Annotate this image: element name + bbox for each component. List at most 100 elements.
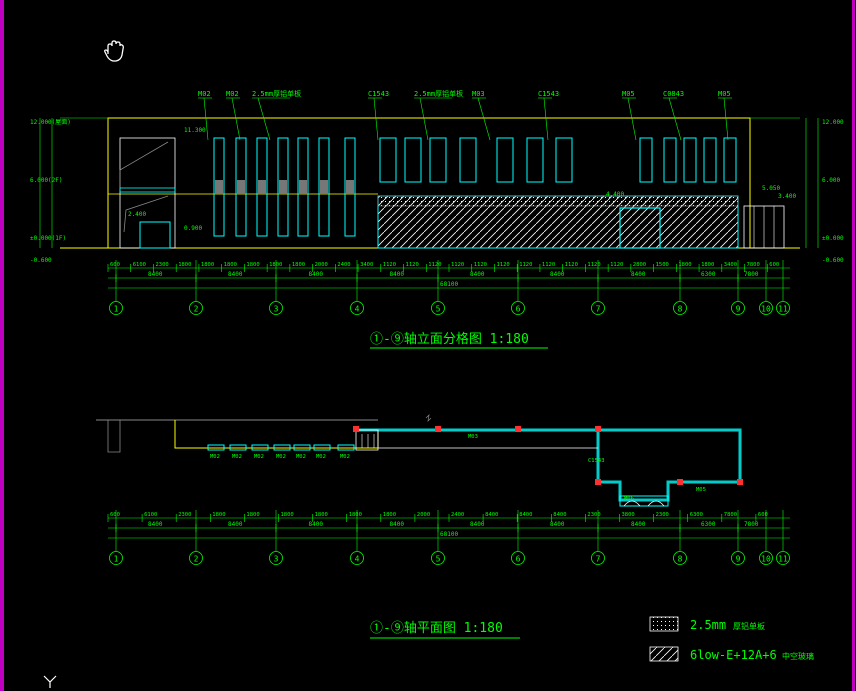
- dim-span: 7800: [744, 271, 759, 278]
- dim-segment: 7800: [747, 262, 760, 268]
- legend-suffix-glass: 中空玻璃: [782, 651, 814, 661]
- axis-label: 1: [114, 555, 119, 564]
- axis-label: 3: [274, 305, 279, 314]
- window-panel-grey: [215, 180, 223, 194]
- level-label-right: 12.000: [822, 119, 844, 126]
- elevation-window-m02: [235, 137, 247, 237]
- dim-segment: 2000: [315, 262, 328, 268]
- axis-label: 11: [778, 555, 788, 564]
- legend-suffix-aluminum: 厚铝单板: [733, 621, 765, 631]
- plan-label: M06: [624, 496, 634, 502]
- elevation-window-m02: [277, 137, 289, 237]
- dim-segment: 600: [758, 512, 768, 518]
- axis-label: 4: [355, 555, 360, 564]
- axis-bubble: [731, 551, 745, 565]
- ucs-y-axis-icon: [43, 675, 57, 688]
- dim-segment: 1120: [474, 262, 487, 268]
- plan-label: M03: [468, 434, 478, 440]
- axis-bubble: [431, 551, 445, 565]
- dim-span: 8400: [390, 271, 405, 278]
- axis-bubble: [591, 551, 605, 565]
- axis-bubble: [673, 301, 687, 315]
- axis-bubble: [759, 551, 773, 565]
- elevation-dim-label: 11.300: [184, 127, 206, 134]
- dim-segment: 1800: [281, 512, 294, 518]
- dim-span: 8400: [550, 271, 565, 278]
- elevation-window-c0843: [639, 137, 653, 183]
- dim-span: 8400: [148, 271, 163, 278]
- plan-window-tag: M02: [210, 454, 220, 460]
- dim-segment: 2300: [587, 512, 600, 518]
- plan-drawing: [96, 413, 743, 507]
- viewport-edge-left: [0, 0, 4, 691]
- elevation-dim-label: 3.400: [778, 193, 796, 200]
- dim-segment: 1800: [349, 512, 362, 518]
- dim-segment: 6100: [133, 262, 146, 268]
- dim-segment: 1120: [406, 262, 419, 268]
- plan-window-tag: M02: [340, 454, 350, 460]
- elevation-dim-label: 0.900: [184, 225, 202, 232]
- elevation-dim-label: 5.050: [762, 185, 780, 192]
- axis-bubble: [109, 551, 123, 565]
- plan-window: [229, 444, 247, 451]
- dim-total: 68100: [440, 281, 458, 288]
- dim-segment: 3800: [622, 512, 635, 518]
- plan-window-tag: M02: [296, 454, 306, 460]
- axis-label: 8: [678, 555, 683, 564]
- level-label-right: ±0.000: [822, 235, 844, 242]
- dim-segment: 1120: [383, 262, 396, 268]
- axis-label: 4: [355, 305, 360, 314]
- viewport-edge-right: [852, 0, 855, 691]
- plan-window: [251, 444, 269, 451]
- axis-label: 7: [596, 555, 601, 564]
- dim-span: 8400: [228, 271, 243, 278]
- axis-bubble: [269, 301, 283, 315]
- dim-segment: 1800: [201, 262, 214, 268]
- axis-bubble: [269, 551, 283, 565]
- plan-window-tag: M02: [316, 454, 326, 460]
- elevation-window-m02: [297, 137, 309, 237]
- dim-segment: 2000: [417, 512, 430, 518]
- axis-bubble: [591, 301, 605, 315]
- axis-label: 10: [761, 555, 771, 564]
- dim-segment: 2300: [155, 262, 168, 268]
- dim-segment: 6300: [690, 512, 703, 518]
- plan-window: [207, 444, 225, 451]
- dim-segment: 8400: [485, 512, 498, 518]
- dim-segment: 8400: [519, 512, 532, 518]
- hand-cursor-icon[interactable]: [104, 40, 124, 62]
- dim-segment: 1800: [178, 262, 191, 268]
- elevation-window-c0843: [683, 137, 697, 183]
- elevation-tag: M03: [472, 90, 485, 98]
- axis-bubble: [350, 301, 364, 315]
- dim-segment: 1120: [587, 262, 600, 268]
- level-label-left: 12.000(屋面): [30, 119, 71, 126]
- axis-bubble: [109, 301, 123, 315]
- elevation-tag: M05: [622, 90, 635, 98]
- elevation-tag: 2.5mm厚铝单板: [414, 89, 463, 98]
- elevation-window-c0843: [723, 137, 737, 183]
- plan-window: [313, 444, 331, 451]
- dim-segment: 6100: [144, 512, 157, 518]
- dim-span: 8400: [631, 521, 646, 528]
- axis-label: 11: [778, 305, 788, 314]
- elevation-window-c1543: [379, 137, 397, 183]
- elevation-tag: M02: [226, 90, 239, 98]
- axis-label: 6: [516, 555, 521, 564]
- axis-label: 5: [436, 555, 441, 564]
- axis-label: 6: [516, 305, 521, 314]
- axis-bubble: [511, 301, 525, 315]
- dim-segment: 1120: [428, 262, 441, 268]
- elevation-window-c1543: [526, 137, 544, 183]
- axis-label: 5: [436, 305, 441, 314]
- axis-label: 3: [274, 555, 279, 564]
- elevation-window-c1543: [429, 137, 447, 183]
- dim-segment: 1500: [656, 262, 669, 268]
- elevation-window-c1543: [496, 137, 514, 183]
- level-label-left: ±0.000(1F): [30, 235, 66, 242]
